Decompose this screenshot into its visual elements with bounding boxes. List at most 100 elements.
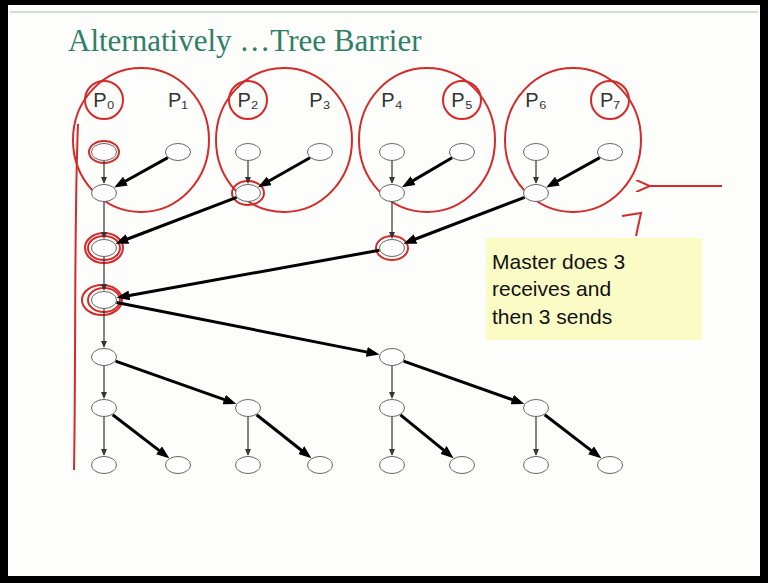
process-label: P₀ (93, 88, 115, 112)
circle-outline (523, 184, 549, 202)
process-event-circle (523, 399, 549, 417)
circle-shape (92, 400, 117, 417)
circle-shape (308, 457, 333, 474)
process-event-circle (235, 184, 261, 202)
circle-outline (235, 143, 261, 161)
circle-outline (523, 456, 549, 474)
process-event-circle (307, 456, 333, 474)
circle-shape (236, 400, 261, 417)
message-arrow (116, 361, 231, 402)
process-label: P₃ (309, 88, 330, 112)
message-arrow (407, 158, 452, 184)
process-event-circle (91, 291, 117, 309)
process-label: P₅ (451, 88, 472, 112)
annotation-circle (82, 285, 122, 315)
message-arrow (551, 158, 599, 185)
circle-outline (307, 143, 333, 161)
process-event-circle (449, 456, 475, 474)
annotation-circle (443, 81, 481, 119)
process-label: P₆ (525, 88, 546, 112)
process-event-circle (379, 399, 405, 417)
process-label: P₇ (600, 88, 620, 112)
annotation-ellipse (216, 68, 352, 212)
annotation-circle (229, 81, 267, 119)
annotation-ellipse (505, 68, 641, 212)
process-label: P₄ (381, 88, 403, 112)
circle-outline (597, 143, 623, 161)
message-arrow (400, 415, 449, 454)
circle-shape (92, 144, 117, 161)
process-event-circle (379, 184, 405, 202)
circle-outline (379, 239, 405, 257)
annotation-stroke (74, 124, 78, 470)
annotation-circle (88, 236, 120, 260)
callout-box: Master does 3 receives and then 3 sends (486, 238, 702, 340)
title-holder: Alternatively …Tree Barrier (68, 22, 422, 60)
circle-outline (91, 143, 117, 161)
process-event-circle (379, 348, 405, 366)
callout-text: Master does 3 receives and then 3 sends (492, 248, 642, 330)
process-label: P₁ (168, 88, 188, 112)
message-arrow (116, 302, 373, 353)
circle-outline (165, 143, 191, 161)
circle-shape (450, 144, 475, 161)
process-event-circle (523, 456, 549, 474)
process-event-circle: P₄ (379, 143, 405, 161)
message-arrow (119, 158, 167, 185)
annotation-circle (89, 141, 119, 163)
circle-shape (598, 457, 623, 474)
timeline-arrow (247, 161, 248, 181)
circle-shape (380, 185, 405, 202)
circle-outline (307, 456, 333, 474)
timeline-arrow (535, 161, 536, 181)
circle-shape (380, 349, 405, 366)
process-event-circle: P₅ (449, 143, 475, 161)
message-arrow (121, 197, 237, 241)
slide-rule (10, 11, 758, 13)
circle-shape (524, 457, 549, 474)
process-event-circle (165, 456, 191, 474)
circle-shape (524, 144, 549, 161)
circle-shape (380, 400, 405, 417)
circle-shape (380, 457, 405, 474)
circle-outline (91, 456, 117, 474)
circle-outline (91, 348, 117, 366)
annotation-circle (591, 81, 629, 119)
circle-shape (598, 144, 623, 161)
circle-shape (380, 144, 405, 161)
circle-outline (523, 399, 549, 417)
process-event-circle: P₁ (165, 143, 191, 161)
circle-shape (308, 144, 333, 161)
annotation-stroke (622, 213, 641, 236)
circle-shape (166, 457, 191, 474)
process-event-circle: P₂ (235, 143, 261, 161)
process-label: P₂ (237, 88, 258, 112)
circle-outline (379, 143, 405, 161)
annotation-circle (376, 236, 408, 260)
process-event-circle: P₇ (597, 143, 623, 161)
circle-outline (235, 456, 261, 474)
annotation-arrow (648, 185, 722, 187)
timeline-arrow (103, 366, 104, 396)
timeline-arrow (391, 161, 392, 181)
process-event-circle: P₃ (307, 143, 333, 161)
process-event-circle (379, 239, 405, 257)
annotation-ellipse (359, 68, 495, 212)
circle-outline (379, 399, 405, 417)
circle-shape (380, 240, 405, 257)
circle-outline (523, 143, 549, 161)
circle-outline (379, 456, 405, 474)
process-event-circle (235, 456, 261, 474)
circle-outline (449, 456, 475, 474)
annotation-circle (85, 81, 123, 119)
process-event-circle (597, 456, 623, 474)
circle-shape (236, 144, 261, 161)
message-arrow (404, 361, 519, 402)
circle-outline (235, 184, 261, 202)
slide-title: Alternatively …Tree Barrier (68, 22, 422, 60)
circle-shape (92, 457, 117, 474)
process-event-circle (91, 239, 117, 257)
annotation-ellipse (73, 68, 209, 212)
timeline-arrow (103, 161, 104, 181)
timeline-arrow (391, 202, 392, 236)
